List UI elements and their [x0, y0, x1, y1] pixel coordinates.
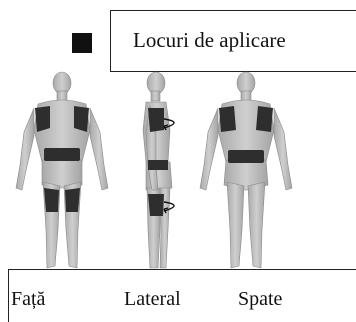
front-zone-abdomen [44, 148, 80, 161]
legend-label: Locuri de aplicare [133, 28, 286, 53]
front-zone-right-shoulder [74, 106, 89, 132]
front-zone-left-thigh [44, 188, 59, 212]
back-zone-right-shoulder [256, 106, 273, 132]
caption-front: Față [11, 288, 45, 311]
front-zone-left-shoulder [35, 106, 50, 132]
view-captions: Față Lateral Spate [8, 269, 356, 322]
caption-back: Spate [238, 288, 282, 311]
legend-swatch [72, 33, 92, 53]
lateral-zone-upper-arm [148, 108, 164, 132]
legend-box: Locuri de aplicare [110, 10, 356, 72]
body-figures [0, 70, 356, 275]
front-body-figure [16, 72, 108, 268]
front-zone-right-thigh [65, 188, 80, 212]
back-body-figure [200, 72, 292, 268]
caption-lateral: Lateral [124, 288, 181, 311]
back-zone-lower-back [228, 150, 264, 163]
back-zone-left-shoulder [219, 106, 236, 132]
lateral-zone-thigh [148, 194, 164, 216]
lateral-zone-waist [148, 160, 168, 170]
